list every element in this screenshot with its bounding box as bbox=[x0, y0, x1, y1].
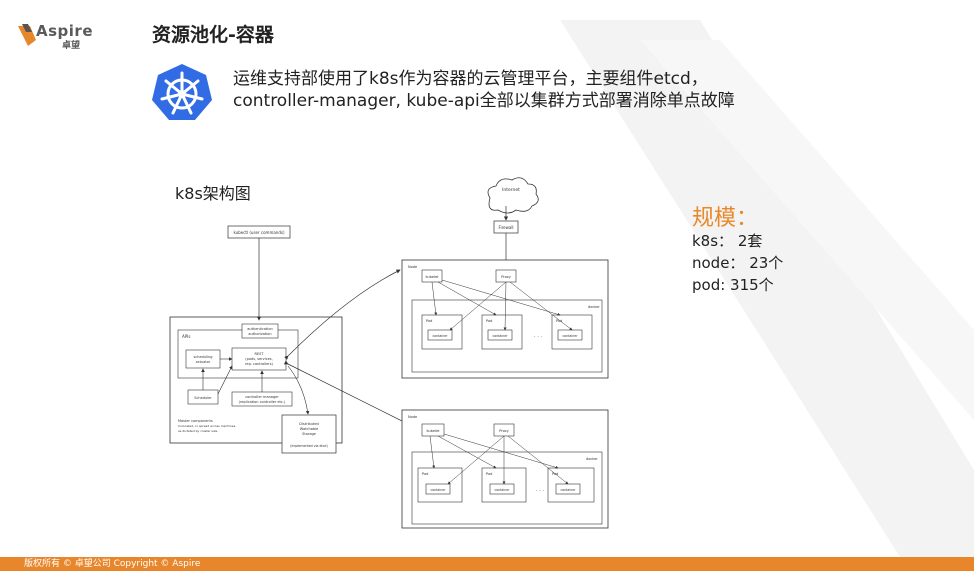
svg-text:authorization: authorization bbox=[248, 332, 271, 336]
auth-box bbox=[241, 323, 279, 339]
internet-cloud: Internet bbox=[487, 177, 539, 214]
scheduler-label: Scheduler bbox=[194, 396, 212, 400]
logo-subtext: 卓望 bbox=[62, 41, 81, 51]
svg-text:Node: Node bbox=[408, 265, 417, 269]
scale-title: 规模： bbox=[692, 206, 759, 231]
node-2: Node kubelet Proxy docker Pod container … bbox=[401, 409, 609, 529]
svg-text:Pod: Pod bbox=[486, 472, 492, 476]
svg-text:container: container bbox=[560, 488, 576, 492]
svg-text:Watchable: Watchable bbox=[300, 427, 318, 431]
kubectl-label: kubectl (user commands) bbox=[233, 230, 284, 235]
svg-text:Storage: Storage bbox=[302, 432, 316, 436]
scale-k8s: k8s： 2套 bbox=[692, 232, 763, 250]
master-components-label: Master components bbox=[178, 419, 213, 423]
svg-text:Node: Node bbox=[408, 415, 417, 419]
intro-line-2: controller-manager, kube-api全部以集群方式部署消除单… bbox=[233, 91, 735, 111]
svg-text:kubelet: kubelet bbox=[426, 429, 440, 433]
firewall-label: Firewall bbox=[498, 225, 513, 230]
svg-text:rep. controllers): rep. controllers) bbox=[245, 362, 273, 366]
svg-text:actuator: actuator bbox=[196, 360, 211, 364]
scale-pod: pod: 315个 bbox=[692, 276, 774, 294]
svg-text:Pod: Pod bbox=[422, 472, 428, 476]
svg-text:· · ·: · · · bbox=[536, 488, 544, 494]
svg-text:(pods, services,: (pods, services, bbox=[245, 357, 272, 361]
svg-text:container: container bbox=[430, 488, 446, 492]
controller-manager-label: controller manager bbox=[245, 395, 279, 399]
svg-text:docker: docker bbox=[588, 305, 600, 309]
diagram-title: k8s架构图 bbox=[175, 184, 251, 203]
svg-text:as dictated by cluster size.: as dictated by cluster size. bbox=[178, 429, 218, 433]
svg-text:kubelet: kubelet bbox=[425, 275, 439, 279]
k8s-architecture-diagram: Internet Firewall kubectl (user commands… bbox=[169, 177, 609, 529]
page-title: 资源池化-容器 bbox=[152, 24, 274, 46]
footer-copyright: 版权所有 © 卓望公司 Copyright © Aspire bbox=[24, 559, 201, 569]
auth-label: authentication bbox=[247, 327, 272, 331]
svg-text:Pod: Pod bbox=[426, 319, 432, 323]
svg-text:container: container bbox=[562, 334, 578, 338]
scheduling-box bbox=[185, 349, 221, 369]
svg-text:Colocated, or spread across ma: Colocated, or spread across machines, bbox=[178, 424, 236, 428]
scale-node: node： 23个 bbox=[692, 254, 784, 272]
etcd-note: (implemented via etcd) bbox=[290, 444, 327, 448]
svg-text:docker: docker bbox=[586, 457, 598, 461]
svg-text:Proxy: Proxy bbox=[501, 275, 511, 279]
svg-text:Pod: Pod bbox=[556, 319, 562, 323]
node-1: Node kubelet Proxy docker Pod container … bbox=[401, 259, 609, 379]
svg-text:Proxy: Proxy bbox=[499, 429, 509, 433]
aspire-logo bbox=[18, 24, 36, 46]
kubernetes-icon bbox=[152, 64, 212, 120]
svg-text:(replication controller etc.): (replication controller etc.) bbox=[239, 400, 286, 404]
footer-bar: 版权所有 © 卓望公司 Copyright © Aspire bbox=[0, 557, 974, 571]
svg-text:· · ·: · · · bbox=[534, 334, 542, 340]
api-label: APIs bbox=[182, 334, 190, 339]
internet-label: Internet bbox=[502, 187, 520, 193]
rest-label: REST bbox=[254, 352, 264, 356]
svg-text:container: container bbox=[492, 334, 508, 338]
intro-text: 运维支持部使用了k8s作为容器的云管理平台，主要组件etcd， controll… bbox=[233, 68, 893, 112]
svg-text:Pod: Pod bbox=[486, 319, 492, 323]
svg-text:container: container bbox=[494, 488, 510, 492]
scheduling-label: scheduling bbox=[194, 355, 213, 359]
intro-line-1: 运维支持部使用了k8s作为容器的云管理平台，主要组件etcd， bbox=[233, 69, 708, 89]
svg-text:container: container bbox=[432, 334, 448, 338]
storage-label: Distributed bbox=[299, 422, 318, 426]
logo-text: Aspire bbox=[36, 22, 93, 40]
